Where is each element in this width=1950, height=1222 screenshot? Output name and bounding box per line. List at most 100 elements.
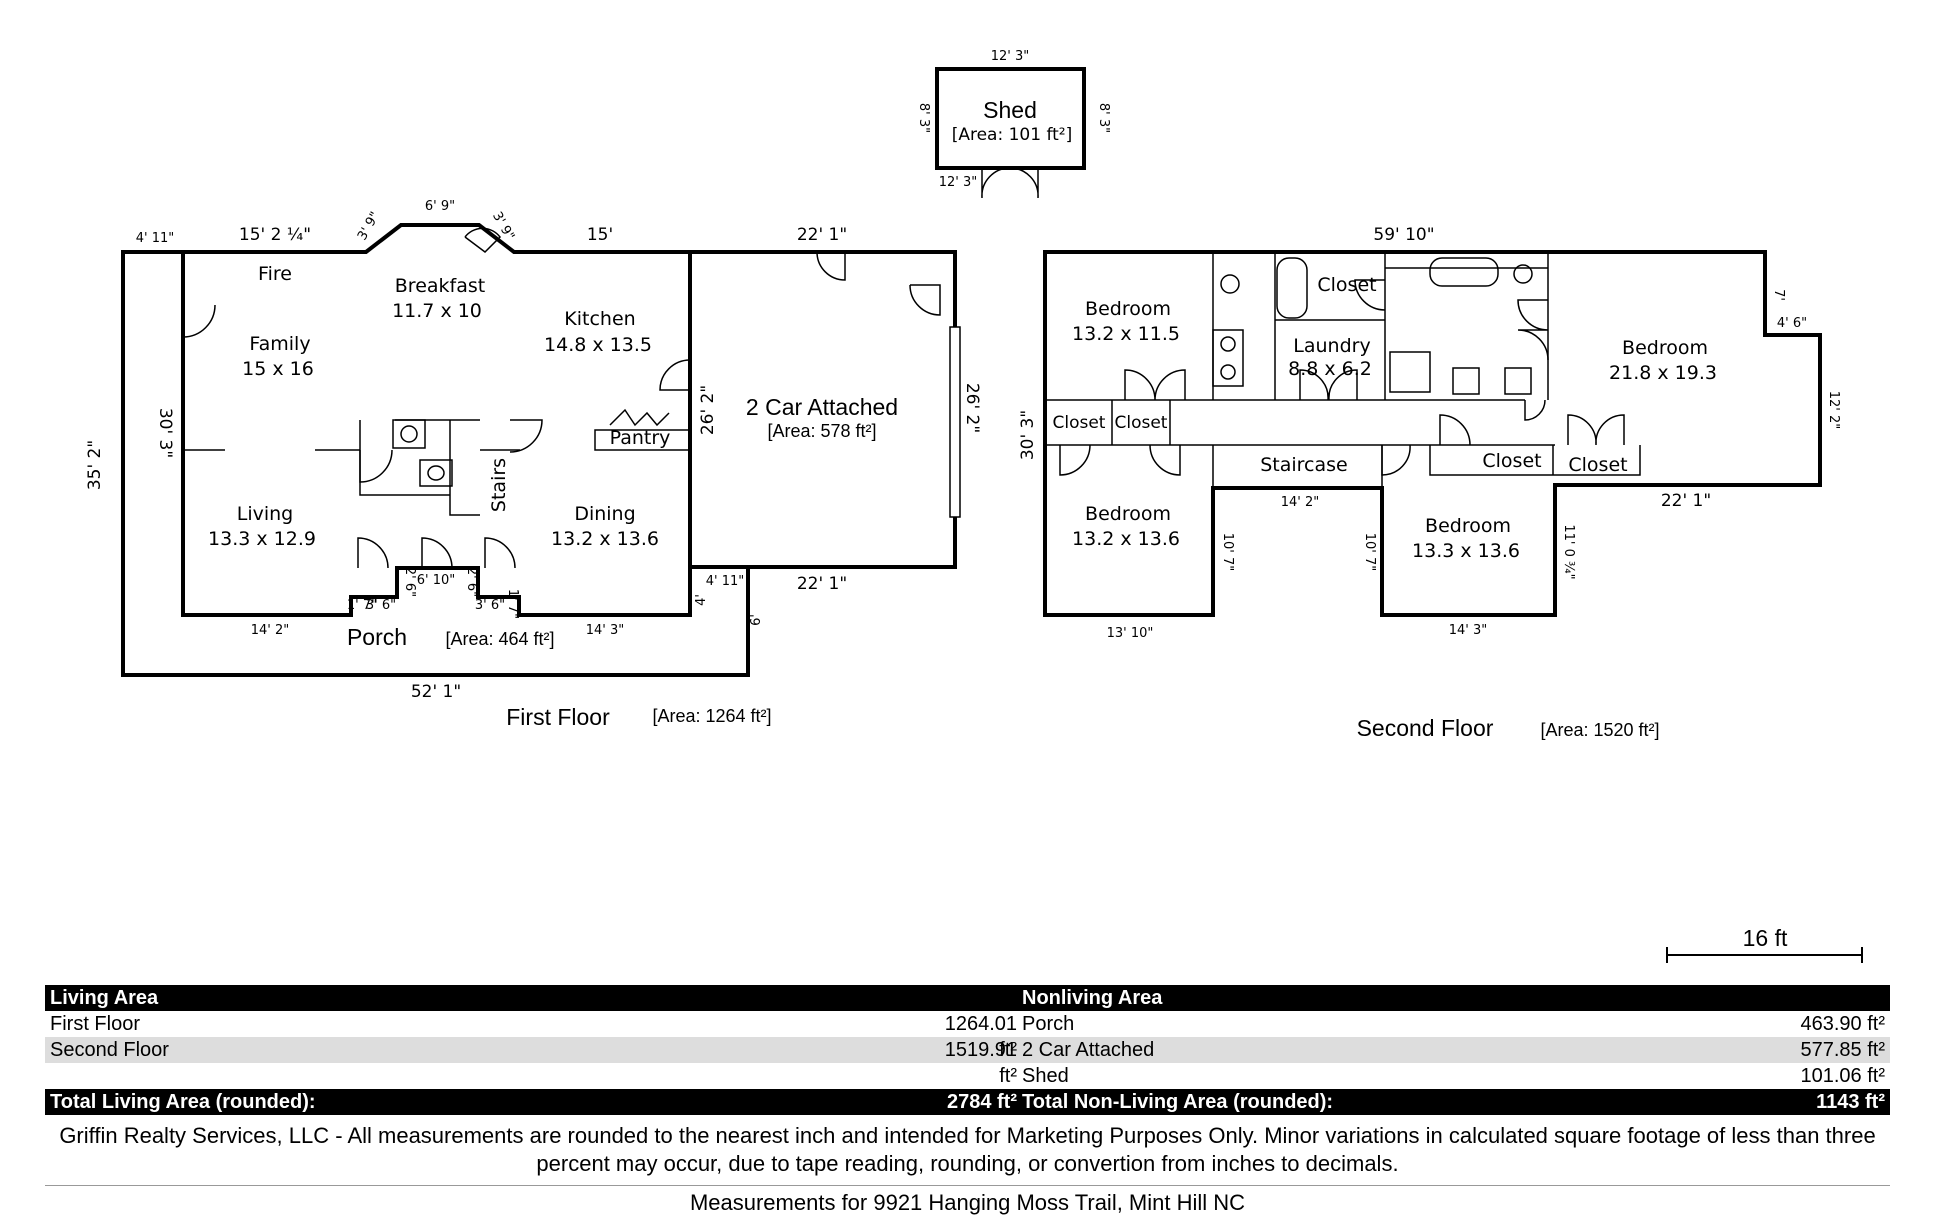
door-icon	[909, 284, 941, 316]
summary-living-value: 1519.91 ft²	[944, 1039, 1017, 1087]
room-bedroom-nw-name: Bedroom	[1085, 298, 1171, 320]
door-icon	[509, 419, 543, 453]
dim-label: 4' 11"	[136, 231, 175, 246]
divider	[45, 1185, 1890, 1186]
dim-label: 22' 1"	[1661, 491, 1711, 511]
dim-label: 10' 7"	[1220, 533, 1235, 572]
dim-label: 11' 0 ¾"	[1561, 524, 1576, 579]
door-icon	[1439, 414, 1471, 446]
dim-label: 30' 3"	[155, 408, 175, 458]
dim-label: 4'	[694, 594, 709, 606]
dim-label: 26' 2"	[962, 383, 982, 433]
room-laundry-size: 8.8 x 6.2	[1288, 358, 1372, 380]
room-bedroom-e-name: Bedroom	[1622, 337, 1708, 359]
dim-label: 7'	[1771, 289, 1786, 301]
door-icon	[1354, 279, 1386, 311]
dim-label: 6' 10"	[417, 573, 456, 588]
summary-living-value	[925, 1063, 1017, 1089]
dim-label: 1' 7"	[505, 589, 520, 619]
door-icon	[659, 359, 691, 391]
first-floor-title: First Floor	[506, 704, 610, 730]
door-icon	[1299, 369, 1358, 401]
second-floor-outline	[1043, 250, 1822, 617]
dim-label: 13' 10"	[1107, 626, 1154, 641]
entry-door-icons	[357, 537, 516, 569]
toilet-icon	[1513, 264, 1533, 284]
room-breakfast-name: Breakfast	[395, 275, 485, 297]
total-living-value: 2784 ft²	[946, 1091, 1017, 1113]
room-bedroom-sw-size: 13.2 x 13.6	[1072, 528, 1180, 550]
shed-area: [Area: 101 ft²]	[952, 125, 1073, 145]
dim-label: 2' 6"	[402, 567, 417, 597]
dim-label: 15' 2 ¼"	[239, 225, 311, 245]
second-floor-title: Second Floor	[1357, 715, 1494, 741]
dim-label: 30' 3"	[1018, 410, 1038, 460]
door-icon	[1567, 414, 1625, 446]
dim-label: 3' 9"	[355, 209, 383, 243]
room-family-size: 15 x 16	[242, 358, 314, 380]
room-bedroom-e-size: 21.8 x 19.3	[1609, 362, 1717, 384]
dim-label: 4' 11"	[706, 574, 745, 589]
house-outline	[181, 223, 692, 617]
dim-label: 12' 2"	[1826, 391, 1841, 430]
nonliving-area-header: Nonliving Area	[1022, 987, 1163, 1009]
dim-label: 14' 3"	[1449, 623, 1488, 638]
dim-label: 6'	[749, 614, 764, 626]
scale-bar: 16 ft	[1666, 925, 1863, 963]
room-staircase: Staircase	[1260, 454, 1348, 476]
interior-walls	[183, 419, 691, 516]
bathtub-icon	[1429, 257, 1499, 287]
summary-living-value: 1264.01 ft²	[944, 1013, 1017, 1061]
room-dining-name: Dining	[574, 503, 635, 525]
pantry-shelf-icon	[609, 408, 670, 427]
dim-label: 59' 10"	[1373, 225, 1434, 245]
room-garage-area: [Area: 578 ft²]	[767, 421, 876, 441]
shower-icon	[1389, 351, 1431, 393]
room-breakfast-size: 11.7 x 10	[392, 300, 482, 322]
summary-nonliving-label: Shed	[1022, 1065, 1069, 1087]
door-icon	[1517, 299, 1549, 361]
double-sink-icon	[1212, 329, 1244, 387]
room-living-name: Living	[237, 503, 294, 525]
summary-row: Shed 101.06 ft²	[45, 1063, 1890, 1089]
door-icon	[1059, 444, 1181, 476]
dim-label: 26' 2"	[698, 385, 718, 435]
room-closet-a: Closet	[1053, 413, 1106, 433]
summary-nonliving-value: 577.85 ft²	[1800, 1039, 1885, 1061]
dim-label: 22' 1"	[797, 225, 847, 245]
second-floor-plan: Bedroom 13.2 x 11.5 Bedroom 13.2 x 13.6 …	[1018, 225, 1841, 741]
room-laundry-name: Laundry	[1293, 335, 1370, 357]
room-family-name: Family	[249, 333, 310, 355]
room-garage-name: 2 Car Attached	[746, 394, 898, 420]
room-dining-size: 13.2 x 13.6	[551, 528, 659, 550]
shed-dim-right: 8' 3"	[1096, 103, 1111, 133]
sink-icon	[1452, 367, 1480, 395]
shed-label: Shed	[983, 97, 1037, 123]
summary-total-row: Total Living Area (rounded): 2784 ft² To…	[45, 1089, 1890, 1115]
shed-dim-bottom: 12' 3"	[939, 175, 978, 190]
summary-row: Second Floor 1519.91 ft² 2 Car Attached …	[45, 1037, 1890, 1087]
toilet-icon	[1220, 274, 1240, 294]
dim-label: 15'	[587, 225, 613, 245]
dim-label: 3' 6"	[366, 598, 396, 613]
summary-nonliving-value: 101.06 ft²	[1800, 1065, 1885, 1087]
bathtub-icon	[1276, 257, 1308, 319]
room-living-size: 13.3 x 12.9	[208, 528, 316, 550]
sink-icon	[1504, 367, 1532, 395]
summary-living-label	[45, 1063, 925, 1089]
first-floor-area: [Area: 1264 ft²]	[652, 706, 771, 726]
room-fire-label: Fire	[258, 263, 292, 285]
room-porch-name: Porch	[347, 624, 407, 650]
total-nonliving-value: 1143 ft²	[1816, 1091, 1885, 1113]
total-nonliving-label: Total Non-Living Area (rounded):	[1022, 1091, 1334, 1113]
summary-living-label: Second Floor	[50, 1039, 169, 1061]
dim-label: 10' 7"	[1362, 533, 1377, 572]
shed-dim-left: 8' 3"	[916, 103, 931, 133]
first-floor-plan: Fire Family 15 x 16 Breakfast 11.7 x 10 …	[85, 199, 982, 730]
bay-door-icon	[464, 227, 501, 253]
room-closet-top: Closet	[1317, 274, 1376, 296]
room-pantry-label: Pantry	[610, 427, 671, 449]
dim-label: 4' 6"	[1777, 316, 1807, 331]
summary-nonliving-label: 2 Car Attached	[1022, 1039, 1155, 1061]
dim-label: 22' 1"	[797, 574, 847, 594]
